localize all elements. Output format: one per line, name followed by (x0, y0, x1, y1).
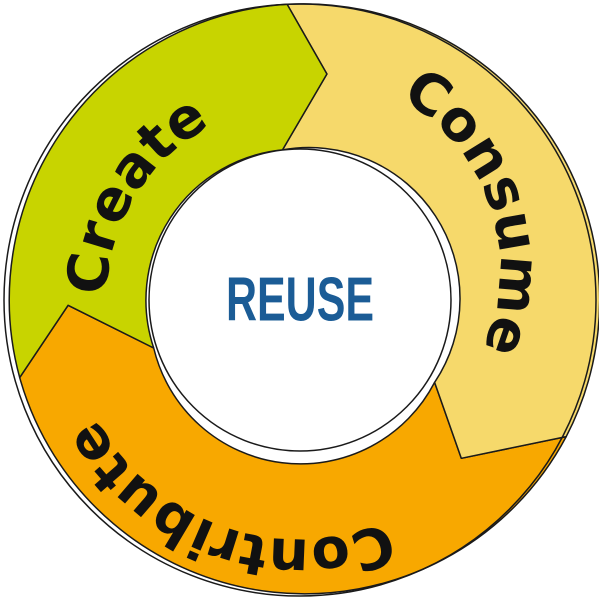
center-circle (148, 148, 452, 452)
outer-ring-outline (3, 3, 597, 597)
consume-segment (281, 3, 599, 460)
center-label: REUSE (226, 266, 374, 335)
